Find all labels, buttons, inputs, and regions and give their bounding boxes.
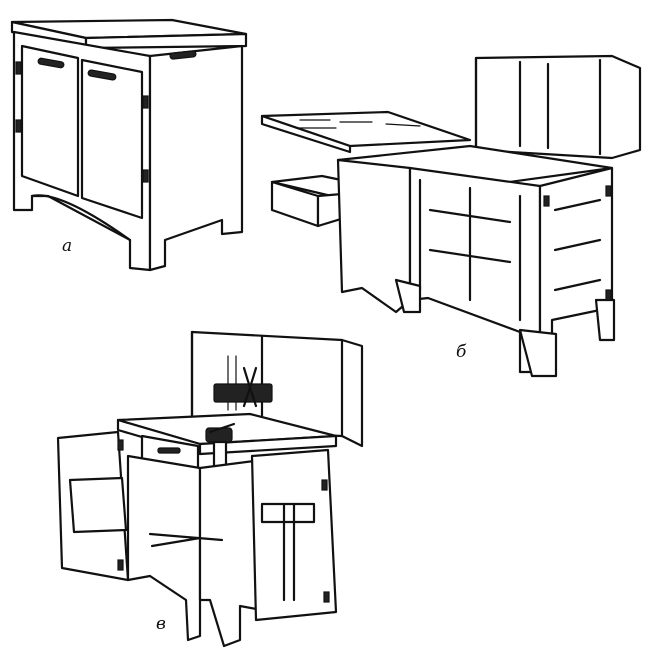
workbench-body [126,454,202,642]
hinge-icon [142,95,149,109]
cabinet-right-door [80,58,144,220]
hinge-icon [15,61,22,75]
handle-icon [157,447,181,454]
hinge-icon [323,591,330,603]
saw-icon [282,502,296,602]
open-lid [474,54,642,160]
cabinet-left-door [20,44,80,198]
door-tool-strap [260,502,316,524]
label-v: в [156,614,166,634]
label-b: б [456,342,467,362]
label-a: а [62,236,73,256]
cabinet-closed [10,18,248,272]
shelf-tools [148,532,224,548]
vise-icon [205,422,236,472]
hinge-icon [117,559,124,571]
door-bin [68,476,128,534]
hinge-icon [605,185,612,197]
hinge-icon [117,439,124,451]
hinge-icon [15,119,22,133]
cabinet-side [148,44,244,272]
frame-exploded [260,54,642,378]
workbench-open [56,330,364,648]
hinge-icon [543,195,550,207]
handle-icon [87,69,117,81]
hinge-icon [321,479,328,491]
handle-icon [37,57,65,69]
pliers-icon [242,366,258,408]
tool-rack [213,383,273,403]
hinge-icon [605,289,612,301]
handle-icon [169,50,197,60]
hinge-icon [142,169,149,183]
